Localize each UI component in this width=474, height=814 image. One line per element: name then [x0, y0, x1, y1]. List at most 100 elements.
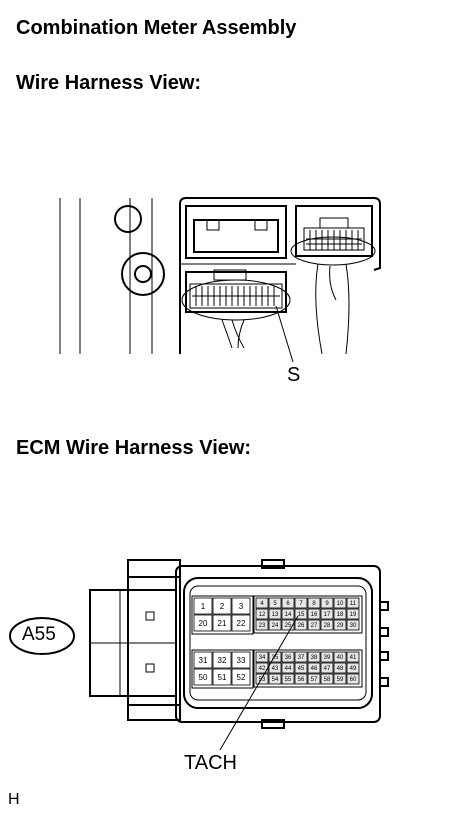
pin-cell-34	[255, 651, 269, 663]
pin-cell-39	[320, 651, 334, 663]
pin-cell-17	[320, 608, 334, 620]
pin-cell-13	[268, 608, 282, 620]
pin-cell-59	[333, 673, 347, 685]
page-title: Combination Meter Assembly	[16, 17, 297, 39]
pin-label-39: 39	[324, 655, 331, 661]
pin-cell-60	[346, 673, 360, 685]
pin-cell-2	[212, 597, 232, 615]
pin-cell-10	[333, 597, 347, 609]
pin-cell-25	[281, 619, 295, 631]
pin-cell-40	[333, 651, 347, 663]
pin-cell-5	[268, 597, 282, 609]
lower-left-pin-grid	[192, 286, 280, 306]
pin-cell-35	[268, 651, 282, 663]
pin-label-32: 32	[218, 656, 227, 665]
pin-cell-53	[255, 673, 269, 685]
pin-cell-56	[294, 673, 308, 685]
pin-cell-8	[307, 597, 321, 609]
pin-cell-43	[268, 662, 282, 674]
pin-label-46: 46	[311, 666, 318, 672]
pin-label-45: 45	[298, 666, 305, 672]
pin-cell-49	[346, 662, 360, 674]
pin-cell-38	[307, 651, 321, 663]
pin-cell-15	[294, 608, 308, 620]
lower-left-pins-frame	[191, 649, 254, 689]
lower-right-pins-frame	[253, 649, 363, 688]
pin-cell-16	[307, 608, 321, 620]
pin-label-29: 29	[337, 623, 344, 629]
pin-label-31: 31	[199, 656, 208, 665]
pin-label-12: 12	[259, 612, 266, 618]
pin-label-35: 35	[272, 655, 279, 661]
pin-label-30: 30	[350, 623, 357, 629]
pin-cell-41	[346, 651, 360, 663]
pin-cell-23	[255, 619, 269, 631]
pin-label-8: 8	[312, 601, 316, 607]
pin-cell-55	[281, 673, 295, 685]
pin-label-14: 14	[285, 612, 292, 618]
pin-cell-22	[231, 614, 251, 632]
pin-cell-37	[294, 651, 308, 663]
pin-cell-32	[212, 651, 232, 669]
pin-label-53: 53	[259, 677, 266, 683]
pin-label-25: 25	[285, 623, 292, 629]
pin-label-52: 52	[237, 673, 246, 682]
pin-cell-3	[231, 597, 251, 615]
pin-label-59: 59	[337, 677, 344, 683]
pin-cell-52	[231, 668, 251, 686]
pin-label-40: 40	[337, 655, 344, 661]
pin-cell-31	[193, 651, 213, 669]
pin-cell-21	[212, 614, 232, 632]
pin-label-55: 55	[285, 677, 292, 683]
pin-label-43: 43	[272, 666, 279, 672]
pin-cell-58	[320, 673, 334, 685]
pin-cell-30	[346, 619, 360, 631]
pin-label-22: 22	[237, 619, 246, 628]
pin-label-60: 60	[350, 677, 357, 683]
pin-label-23: 23	[259, 623, 266, 629]
pin-cell-24	[268, 619, 282, 631]
pin-label-34: 34	[259, 655, 266, 661]
pin-label-56: 56	[298, 677, 305, 683]
pin-cell-44	[281, 662, 295, 674]
wire-harness-heading: Wire Harness View:	[16, 72, 202, 94]
pin-label-42: 42	[259, 666, 266, 672]
upper-left-pins-frame	[191, 595, 254, 635]
pin-label-21: 21	[218, 619, 227, 628]
pin-cell-9	[320, 597, 334, 609]
pin-cell-48	[333, 662, 347, 674]
pin-label-26: 26	[298, 623, 305, 629]
pin-label-1: 1	[201, 602, 206, 611]
pin-label-44: 44	[285, 666, 292, 672]
pin-cell-36	[281, 651, 295, 663]
pin-label-54: 54	[272, 677, 279, 683]
pin-cell-33	[231, 651, 251, 669]
pin-cell-57	[307, 673, 321, 685]
pin-label-51: 51	[218, 673, 227, 682]
pin-label-7: 7	[299, 601, 303, 607]
pin-label-2: 2	[220, 602, 225, 611]
pin-label-6: 6	[286, 601, 290, 607]
pin-cell-47	[320, 662, 334, 674]
pin-label-20: 20	[199, 619, 208, 628]
corner-code: H	[8, 791, 20, 808]
callout-s: S	[287, 364, 301, 386]
pin-cell-51	[212, 668, 232, 686]
pin-cell-11	[346, 597, 360, 609]
pin-label-33: 33	[237, 656, 246, 665]
pin-cell-4	[255, 597, 269, 609]
pin-cell-50	[193, 668, 213, 686]
pin-label-24: 24	[272, 623, 279, 629]
pin-cell-28	[320, 619, 334, 631]
pin-label-18: 18	[337, 612, 344, 618]
callout-tach: TACH	[184, 752, 237, 774]
pin-label-48: 48	[337, 666, 344, 672]
pin-cell-7	[294, 597, 308, 609]
pin-label-4: 4	[260, 601, 264, 607]
pin-label-15: 15	[298, 612, 305, 618]
pin-label-19: 19	[350, 612, 357, 618]
ecm-wire-harness-heading: ECM Wire Harness View:	[16, 437, 252, 459]
